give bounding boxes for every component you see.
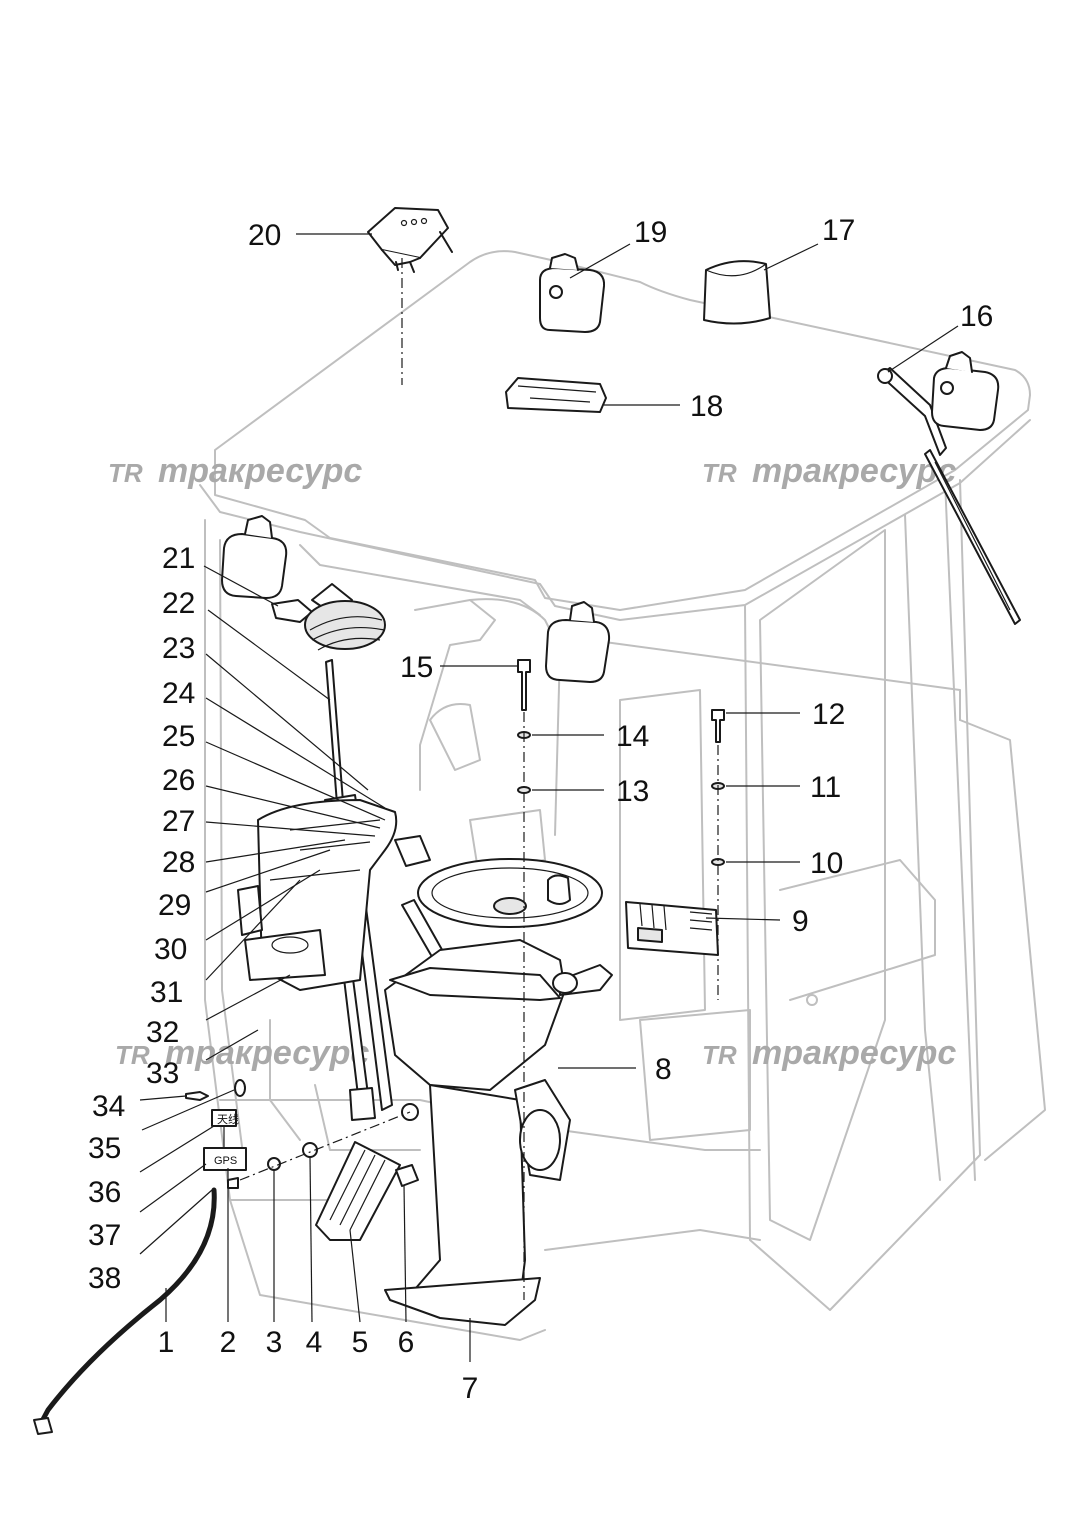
callout-24: 24 (162, 677, 195, 710)
callout-36: 36 (88, 1176, 121, 1209)
callout-33: 33 (146, 1057, 179, 1090)
callout-25: 25 (162, 720, 195, 753)
callout-labels: 1 2 3 4 5 6 7 8 9 10 11 12 13 14 15 16 1… (88, 214, 993, 1405)
gps-cable (37, 1187, 217, 1428)
callout-15: 15 (400, 651, 433, 684)
work-lamp-center (545, 601, 611, 683)
callout-13: 13 (616, 775, 649, 808)
watermark-bottom-left: TR тракресурс (115, 1034, 369, 1072)
wiper-motor-front (271, 583, 386, 651)
steering-wheel (401, 858, 603, 963)
steering-column (384, 939, 613, 1326)
watermark-text: тракресурс (752, 452, 956, 490)
bolt-stack-left (517, 659, 531, 1300)
callout-14: 14 (616, 720, 649, 753)
callout-3: 3 (266, 1326, 283, 1359)
callout-18: 18 (690, 390, 723, 423)
watermark-text: тракресурс (752, 1034, 956, 1072)
callout-35: 35 (88, 1132, 121, 1165)
work-lamp-rear (539, 253, 606, 333)
callout-26: 26 (162, 764, 195, 797)
watermark-top-right: TR тракресурс (702, 452, 956, 490)
work-lamp-left (221, 515, 288, 599)
callout-21: 21 (162, 542, 195, 575)
rear-wiper (877, 367, 1021, 625)
watermark-text: тракресурс (165, 1034, 369, 1072)
cab-outline (199, 250, 1046, 1341)
beacon-lamp (703, 260, 771, 325)
callout-19: 19 (634, 216, 667, 249)
callout-23: 23 (162, 632, 195, 665)
gps-module-text: GPS (214, 1155, 237, 1167)
callout-7: 7 (462, 1372, 479, 1405)
callout-31: 31 (150, 976, 183, 1009)
callout-5: 5 (352, 1326, 369, 1359)
cable-connector (33, 1417, 53, 1435)
callout-30: 30 (154, 933, 187, 966)
callout-29: 29 (158, 889, 191, 922)
callout-32: 32 (146, 1016, 179, 1049)
callout-16: 16 (960, 300, 993, 333)
callout-10: 10 (810, 847, 843, 880)
callout-37: 37 (88, 1219, 121, 1252)
small-fasteners (185, 1079, 318, 1189)
side-console (237, 799, 431, 991)
callout-9: 9 (792, 905, 809, 938)
dome-light (505, 377, 607, 413)
leader-lines (139, 233, 959, 1362)
watermark-logo: TR (702, 1040, 737, 1070)
callout-34: 34 (92, 1090, 125, 1123)
controller-board (625, 901, 719, 956)
watermark-bottom-right: TR тракресурс (702, 1034, 956, 1072)
watermark-logo: TR (702, 458, 737, 488)
watermark-text: тракресурс (158, 452, 362, 490)
callout-11: 11 (810, 771, 841, 804)
callout-6: 6 (398, 1326, 415, 1359)
callout-8: 8 (655, 1053, 672, 1086)
callout-12: 12 (812, 698, 845, 731)
callout-22: 22 (162, 587, 195, 620)
callout-27: 27 (162, 805, 195, 838)
callout-1: 1 (158, 1326, 175, 1359)
callout-28: 28 (162, 846, 195, 879)
callout-2: 2 (220, 1326, 237, 1359)
callout-20: 20 (248, 219, 281, 252)
callout-4: 4 (306, 1326, 323, 1359)
work-lamp-right (931, 351, 1000, 431)
bolt-stack-right (711, 709, 725, 1000)
antenna-tag-text: 天线 (217, 1112, 239, 1126)
gps-module: GPS (203, 1147, 247, 1171)
callout-38: 38 (88, 1262, 121, 1295)
antenna-tag: 天线 (211, 1109, 239, 1148)
watermark-logo: TR (115, 1040, 150, 1070)
switch-panel (367, 207, 453, 273)
watermark-top-left: TR тракресурс (108, 452, 362, 490)
accelerator-pedal (315, 1141, 419, 1241)
watermark-logo: TR (108, 458, 143, 488)
callout-17: 17 (822, 214, 855, 247)
